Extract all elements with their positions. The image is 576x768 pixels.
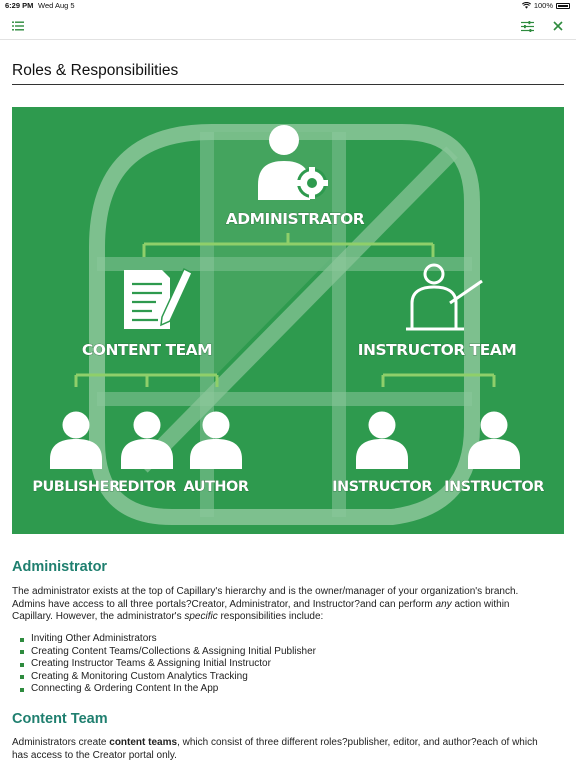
administrator-para-line-1: The administrator exists at the top of C…: [12, 586, 519, 597]
administrator-heading: Administrator: [12, 559, 108, 575]
connector-instructor-team: [381, 373, 496, 387]
status-time: 6:29 PM: [5, 1, 34, 10]
administrator-para-line-3b: responsibilities include:: [217, 611, 324, 622]
editor-label: EDITOR: [118, 479, 176, 495]
instructor-person-icon-1: [356, 411, 408, 469]
emphasis-content-teams: content teams: [109, 737, 178, 748]
battery-icon: [556, 2, 570, 9]
connector-admin: [142, 233, 435, 257]
list-item: Creating Instructor Teams & Assigning In…: [20, 658, 560, 671]
title-divider: [12, 84, 564, 85]
administrator-para-line-2b: action within: [451, 598, 510, 610]
instructor-team-label: INSTRUCTOR TEAM: [358, 341, 517, 359]
presenter-icon: [406, 263, 483, 331]
close-icon[interactable]: [549, 17, 567, 35]
status-date: Wed Aug 5: [38, 1, 75, 10]
list-item: Creating Content Teams/Collections & Ass…: [20, 646, 560, 659]
content-team-para-line-2: has access to the Creator portal only.: [12, 749, 177, 761]
battery-percent: 100%: [533, 1, 553, 10]
instructor-label-2: INSTRUCTOR: [444, 479, 544, 495]
administrator-label: ADMINISTRATOR: [226, 210, 365, 228]
bg-emblem-diagonal: [136, 146, 458, 473]
list-icon[interactable]: [9, 17, 27, 35]
content-team-heading: Content Team: [12, 711, 108, 727]
administrator-paragraph: The administrator exists at the top of C…: [12, 586, 560, 624]
bg-emblem-h1: [97, 257, 472, 271]
status-bar: 6:29 PM Wed Aug 5 100%: [0, 0, 576, 12]
content-team-para-line-1a: Administrators create: [12, 737, 110, 748]
list-item: Inviting Other Administrators: [20, 633, 560, 646]
hierarchy-diagram: ADMINISTRATOR CONTENT TEAM INSTRUCTOR TE…: [32, 124, 545, 525]
administrator-responsibilities-list: Inviting Other Administrators Creating C…: [20, 633, 560, 696]
document-pencil-icon: [124, 267, 193, 329]
connector-content-team: [74, 373, 219, 387]
administrator-para-line-3a: Capillary. However, the administrator's: [12, 611, 185, 622]
content-team-paragraph: Administrators create content teams, whi…: [12, 737, 560, 762]
bg-emblem-v2: [332, 132, 346, 517]
page-title: Roles & Responsibilities: [12, 62, 179, 79]
publisher-label: PUBLISHER: [32, 479, 120, 495]
roles-hierarchy-illustration: ADMINISTRATOR CONTENT TEAM INSTRUCTOR TE…: [12, 107, 564, 534]
author-label: AUTHOR: [183, 479, 248, 495]
content-team-para-line-1b: , which consist of three different roles…: [177, 737, 538, 748]
content-team-label: CONTENT TEAM: [82, 341, 212, 359]
administrator-para-line-2a: Admins have access to all three portals?…: [12, 598, 436, 610]
emphasis-specific: specific: [184, 611, 218, 622]
bg-emblem-band: [89, 124, 480, 525]
toolbar: [0, 12, 576, 40]
status-right: 100%: [521, 1, 570, 10]
administrator-icon: [258, 125, 328, 200]
list-item: Connecting & Ordering Content In the App: [20, 683, 560, 696]
wifi-icon: [521, 2, 531, 9]
sliders-icon[interactable]: [518, 17, 536, 35]
emphasis-any: any: [435, 598, 452, 610]
list-item: Creating & Monitoring Custom Analytics T…: [20, 671, 560, 684]
instructor-label-1: INSTRUCTOR: [332, 479, 432, 495]
bg-emblem-h2: [97, 392, 472, 406]
